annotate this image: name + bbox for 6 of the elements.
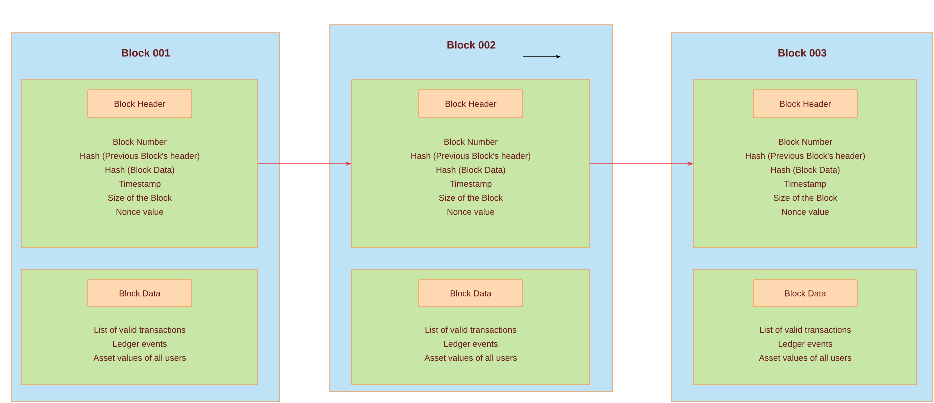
section-title-box: Block Data	[88, 280, 192, 308]
section-title-box: Block Data	[753, 280, 858, 308]
section-title-box: Block Header	[88, 90, 192, 118]
section-title-box: Block Header	[418, 90, 524, 118]
section-title-box: Block Header	[753, 90, 858, 118]
section-title-box: Block Data	[418, 280, 524, 308]
